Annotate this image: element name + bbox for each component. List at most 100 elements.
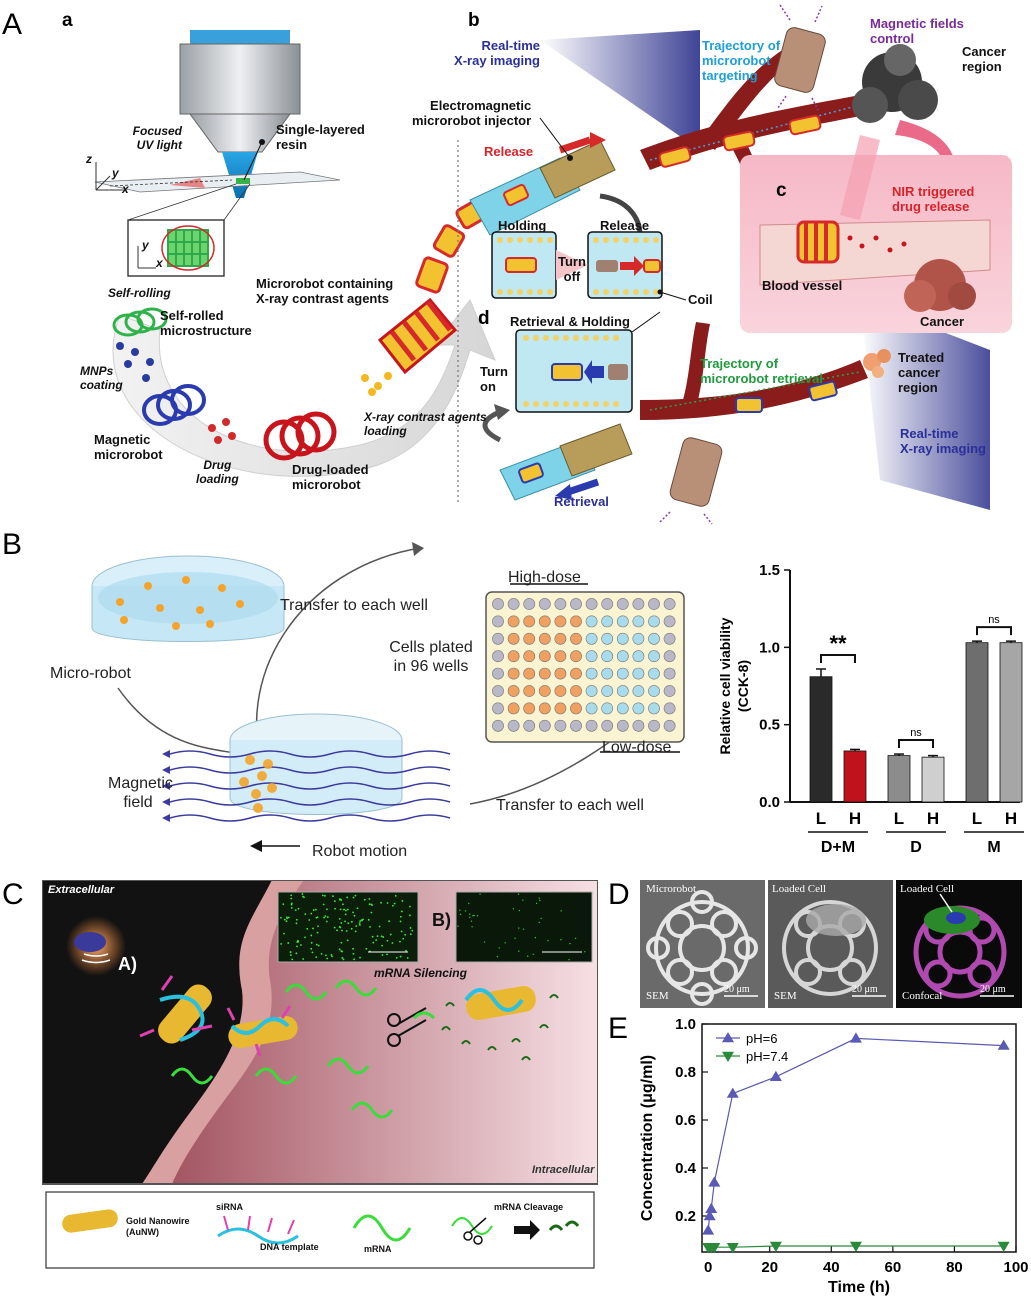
label-cancer: Cancer	[920, 314, 965, 329]
data-point	[722, 1051, 734, 1062]
data-point	[708, 1243, 721, 1254]
fluorescence-dot	[522, 928, 525, 930]
label-high-dose: High-dose	[508, 569, 581, 586]
fluorescence-dot	[405, 949, 407, 952]
fluorescence-dot	[325, 954, 327, 957]
sub-letter-d: d	[478, 308, 490, 329]
d-label-confocal: Confocal	[902, 990, 943, 1002]
category-label: L	[816, 809, 826, 828]
well	[601, 719, 614, 732]
well	[585, 719, 598, 732]
fluorescence-dot	[584, 951, 586, 953]
well	[648, 667, 660, 680]
y-tick-label: 1.5	[759, 562, 780, 579]
category-label: L	[894, 809, 904, 828]
well	[507, 719, 520, 732]
panel-c-illustration: Extracellular Intracellular A) B) mRNA S…	[41, 879, 599, 1272]
fluorescence-dot	[393, 902, 396, 905]
fluorescence-dot	[372, 941, 375, 944]
fluorescence-dot	[378, 925, 381, 928]
series-line	[707, 1037, 1004, 1231]
fluorescence-dot	[539, 899, 541, 902]
sub-letter-a: a	[62, 10, 73, 31]
fluorescence-dot	[468, 913, 471, 915]
well	[632, 598, 645, 610]
well	[616, 615, 629, 628]
label-drug-loading: Drug loading	[196, 458, 239, 486]
fluorescence-dot	[518, 909, 521, 912]
fluorescence-dot	[333, 900, 336, 903]
fluorescence-dot	[517, 893, 520, 895]
group-label: D+M	[821, 839, 855, 856]
fluorescence-dot	[353, 958, 356, 961]
fluorescence-dot	[371, 935, 374, 938]
label-retrieval: Retrieval	[554, 494, 609, 509]
fluorescence-dot	[289, 951, 292, 954]
fluorescence-dot	[574, 937, 577, 940]
well	[616, 650, 629, 663]
well	[601, 598, 614, 610]
y-tick-label: 0.8	[675, 1064, 696, 1081]
axis-label-x: x	[122, 182, 129, 196]
well	[554, 632, 567, 645]
fluorescence-dot	[464, 910, 467, 912]
label-injector: Electromagnetic microrobot injector	[412, 98, 532, 128]
fluorescence-dot	[290, 897, 293, 900]
well	[663, 615, 676, 628]
fluorescence-dot	[345, 930, 348, 932]
fluorescence-dot	[345, 909, 347, 912]
fluorescence-dot	[395, 957, 398, 959]
fluorescence-dot	[326, 957, 329, 960]
fluorescence-dot	[476, 915, 479, 917]
x-axis-label: Time (h)	[828, 1279, 890, 1296]
y-axis-label: Concentration (μg/ml)	[639, 1055, 656, 1221]
group-label: M	[987, 839, 1000, 856]
label-containing: Microrobot containing X-ray contrast age…	[256, 276, 394, 306]
fluorescence-dot	[356, 907, 359, 910]
well	[554, 667, 567, 680]
fluorescence-dot	[295, 922, 298, 925]
data-point	[849, 1032, 862, 1043]
fluorescence-dot	[306, 927, 309, 930]
panel-letter-b: B	[2, 528, 23, 561]
bar	[887, 755, 911, 803]
fluorescence-dot	[334, 907, 336, 910]
magnetic-coil-icon	[774, 4, 826, 111]
fluorescence-dot	[342, 958, 345, 961]
x-tick-label: 100	[1003, 1259, 1028, 1276]
well	[538, 667, 551, 680]
well	[585, 632, 598, 645]
fluorescence-dot	[352, 952, 355, 955]
well-plate-grid	[492, 598, 676, 732]
fluorescence-dot	[388, 920, 391, 923]
fluorescence-dot	[297, 907, 300, 910]
well	[570, 598, 582, 610]
well	[663, 667, 676, 680]
well	[507, 702, 520, 715]
fluorescence-dot	[368, 903, 371, 906]
fluorescence-dot	[355, 925, 358, 928]
category-label: L	[972, 809, 982, 828]
fluorescence-dot	[280, 916, 282, 919]
data-point	[769, 1070, 782, 1081]
well	[523, 719, 536, 732]
mnp-particles-icon	[116, 342, 154, 382]
significance-bracket	[898, 739, 934, 749]
well	[523, 667, 536, 680]
well	[616, 667, 629, 680]
label-c-b: B)	[432, 910, 451, 930]
panel-letter-c: C	[2, 878, 24, 911]
fluorescence-dot	[394, 895, 397, 897]
well	[616, 632, 629, 645]
significance-label: **	[829, 631, 847, 656]
fluorescence-dot	[514, 937, 516, 939]
data-point	[705, 1202, 718, 1213]
sub-letter-b: b	[468, 10, 480, 31]
fluorescence-dot	[294, 909, 297, 912]
fluorescence-dot	[299, 944, 302, 946]
fluorescence-dot	[375, 939, 378, 941]
fluorescence-dot	[386, 939, 389, 942]
d-label-microrobot: Microrobot	[646, 883, 697, 895]
well	[523, 702, 536, 715]
fluorescence-dot	[468, 902, 470, 905]
